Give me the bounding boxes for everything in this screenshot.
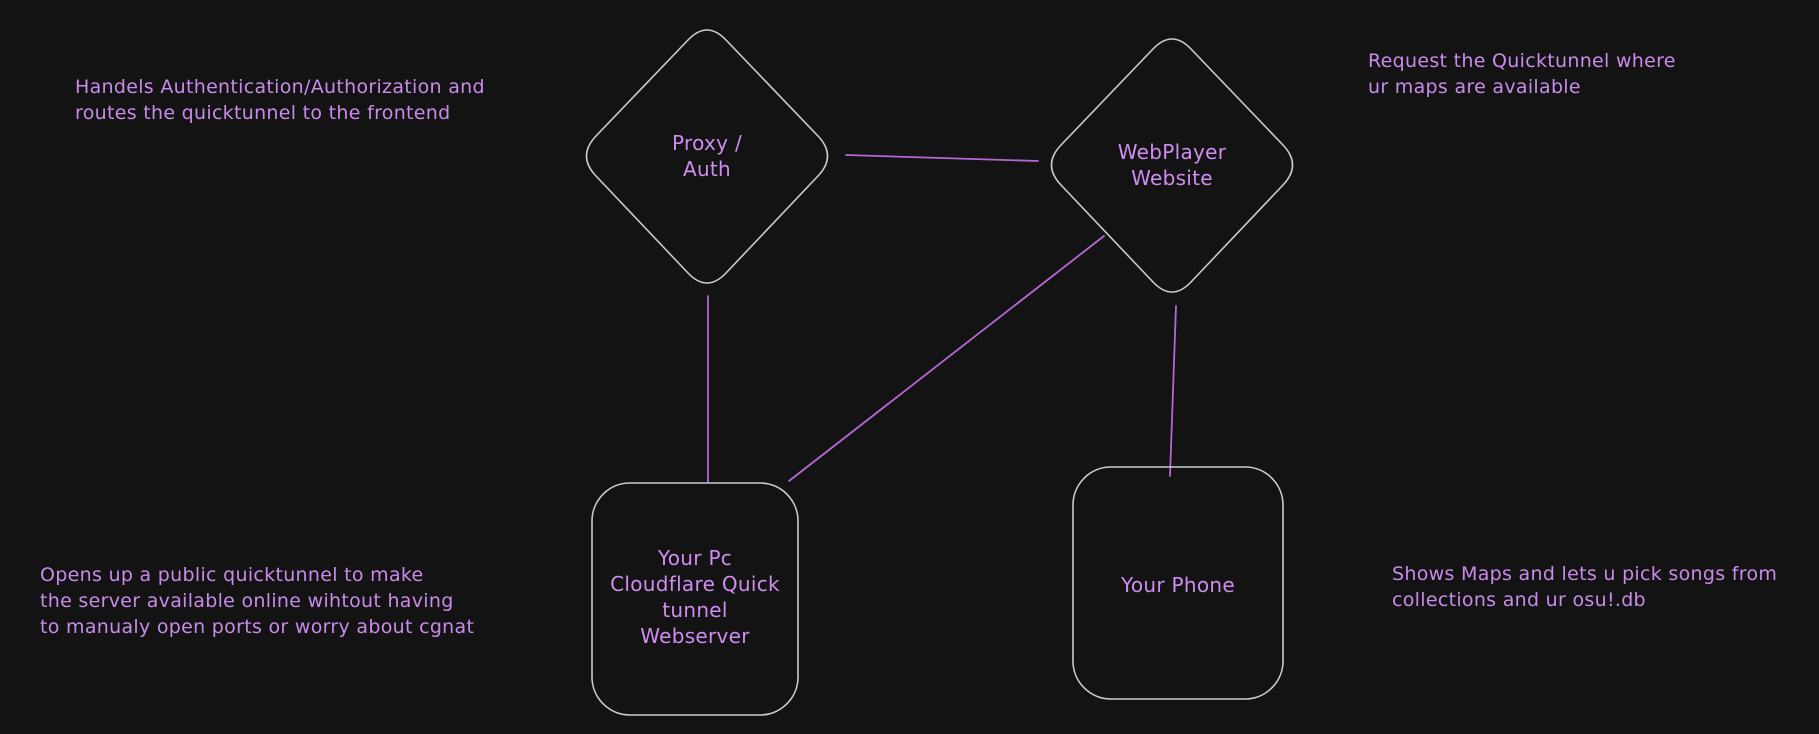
node-label-line: tunnel — [662, 598, 728, 622]
annotation-bottom-left[interactable]: Opens up a public quicktunnel to make th… — [40, 562, 474, 640]
annotation-line: ur maps are available — [1368, 76, 1581, 98]
node-label-line: Cloudflare Quick — [610, 572, 780, 596]
your-phone-rectangle[interactable] — [1072, 466, 1284, 700]
node-label-line: Auth — [682, 157, 732, 181]
webplayer-label: WebPlayer Website — [1118, 139, 1227, 191]
annotation-line: Handels Authentication/Authorization and — [75, 76, 485, 98]
node-label-line: Website — [1131, 166, 1213, 190]
proxy-auth-label: Proxy / Auth — [672, 130, 742, 182]
proxy-auth-diamond[interactable] — [585, 29, 829, 284]
your-pc-rectangle[interactable] — [591, 482, 799, 716]
annotation-bottom-right[interactable]: Shows Maps and lets u pick songs from co… — [1392, 561, 1777, 613]
annotation-top-right[interactable]: Request the Quicktunnel where ur maps ar… — [1368, 48, 1676, 100]
your-pc-label: Your Pc Cloudflare Quick tunnel Webserve… — [610, 545, 780, 649]
annotation-line: routes the quicktunnel to the frontend — [75, 102, 451, 124]
annotation-line: Opens up a public quicktunnel to make — [40, 564, 424, 586]
connector-proxy-webplayer[interactable] — [845, 154, 1039, 162]
annotation-line: collections and ur osu!.db — [1392, 589, 1646, 611]
connector-webplayer-yourphone[interactable] — [1169, 305, 1177, 477]
node-label-line: WebPlayer — [1117, 140, 1227, 164]
connector-webplayer-yourpc[interactable] — [788, 235, 1105, 482]
annotation-top-left[interactable]: Handels Authentication/Authorization and… — [75, 74, 485, 126]
annotation-line: the server available online wihtout havi… — [40, 590, 454, 612]
webplayer-diamond[interactable] — [1050, 38, 1294, 293]
annotation-line: to manualy open ports or worry about cgn… — [40, 616, 475, 638]
node-label-line: Your Pc — [657, 546, 733, 570]
node-label-line: Webserver — [640, 624, 750, 648]
node-label-line: Your Phone — [1120, 573, 1236, 597]
annotation-line: Shows Maps and lets u pick songs from — [1392, 563, 1778, 585]
annotation-line: Request the Quicktunnel where — [1368, 50, 1676, 72]
your-phone-label: Your Phone — [1121, 572, 1235, 598]
node-label-line: Proxy / — [672, 131, 742, 155]
